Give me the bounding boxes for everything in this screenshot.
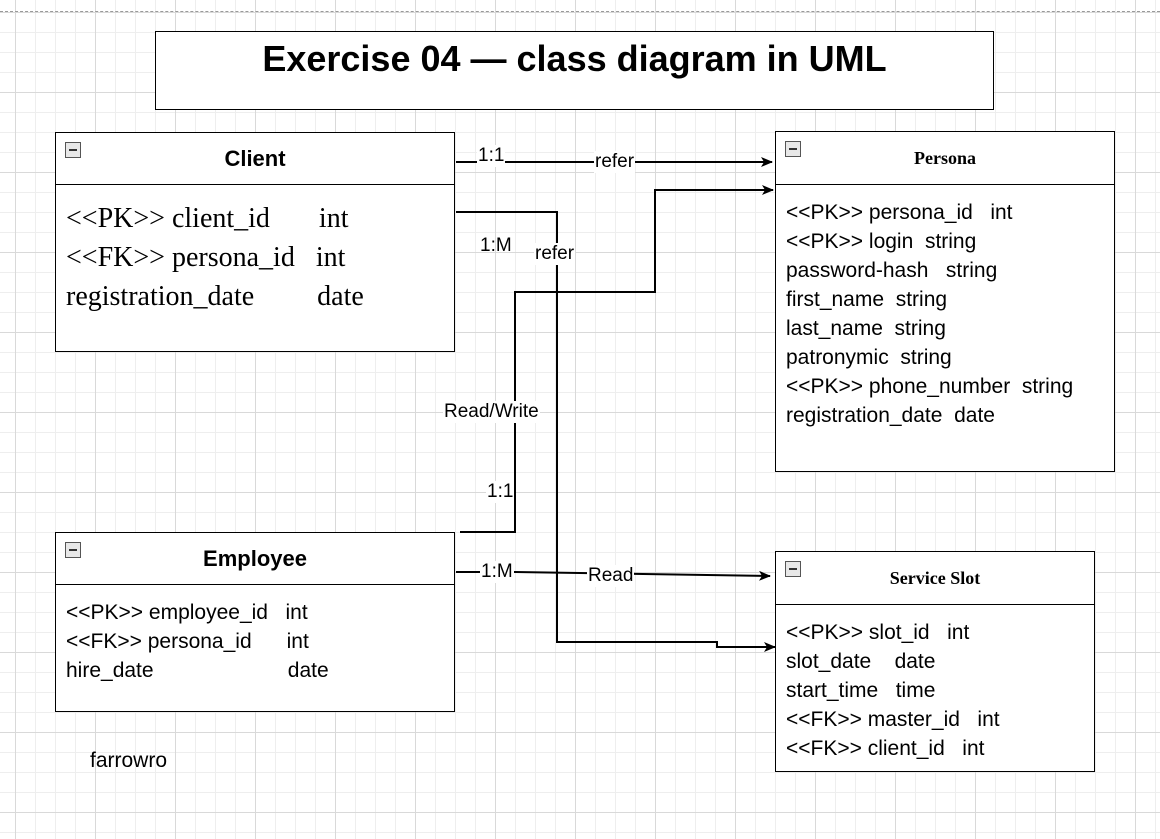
class-service-slot-header: Service Slot bbox=[776, 552, 1094, 605]
class-employee-header: Employee bbox=[56, 533, 454, 585]
label-client-persona: refer bbox=[594, 151, 636, 173]
diagram-title-box[interactable]: Exercise 04 — class diagram in UML bbox=[155, 31, 994, 110]
attribute-row: patronymic string bbox=[786, 346, 952, 369]
collapse-icon[interactable] bbox=[785, 141, 801, 157]
canvas-top-border bbox=[0, 11, 1160, 12]
attribute-row: <<FK>> client_id int bbox=[786, 737, 985, 760]
attribute-row: registration_date date bbox=[786, 404, 995, 427]
cardinality-employee-persona: 1:1 bbox=[486, 481, 515, 503]
label-employee-service-slot: Read bbox=[587, 565, 635, 587]
class-client-name: Client bbox=[224, 146, 286, 171]
attribute-row: <<PK>> slot_id int bbox=[786, 621, 970, 644]
class-employee[interactable]: Employee <<PK>> employee_id int <<FK>> p… bbox=[55, 532, 455, 712]
diagram-title: Exercise 04 — class diagram in UML bbox=[262, 38, 887, 79]
class-persona-attributes: <<PK>> persona_id int <<PK>> login strin… bbox=[776, 185, 1114, 430]
attribute-row: hire_date date bbox=[66, 659, 329, 682]
attribute-row: last_name string bbox=[786, 317, 946, 340]
class-client-header: Client bbox=[56, 133, 454, 185]
author-label[interactable]: farrowro bbox=[90, 749, 168, 772]
attribute-row: <<PK>> phone_number string bbox=[786, 375, 1074, 398]
class-client-attributes: <<PK>> client_id int <<FK>> persona_id i… bbox=[56, 185, 454, 316]
collapse-icon[interactable] bbox=[65, 142, 81, 158]
collapse-icon[interactable] bbox=[785, 561, 801, 577]
attribute-row: <<FK>> master_id int bbox=[786, 708, 1000, 731]
attribute-row: registration_date date bbox=[66, 281, 364, 312]
attribute-row: slot_date date bbox=[786, 650, 936, 673]
attribute-row: start_time time bbox=[786, 679, 936, 702]
attribute-row: <<FK>> persona_id int bbox=[66, 242, 346, 273]
attribute-row: <<FK>> persona_id int bbox=[66, 630, 309, 653]
cardinality-client-service-slot: 1:M bbox=[480, 235, 512, 256]
attribute-row: password-hash string bbox=[786, 259, 998, 282]
class-persona-name: Persona bbox=[914, 148, 976, 168]
cardinality-client-persona: 1:1 bbox=[477, 145, 506, 167]
attribute-row: <<PK>> employee_id int bbox=[66, 601, 308, 624]
class-client[interactable]: Client <<PK>> client_id int <<FK>> perso… bbox=[55, 132, 455, 352]
attribute-row: <<PK>> client_id int bbox=[66, 203, 349, 234]
label-employee-persona: Read/Write bbox=[443, 401, 540, 423]
attribute-row: <<PK>> login string bbox=[786, 230, 977, 253]
cardinality-employee-service-slot: 1:M bbox=[480, 561, 514, 583]
label-client-service-slot: refer bbox=[534, 243, 576, 265]
attribute-row: <<PK>> persona_id int bbox=[786, 201, 1013, 224]
class-employee-attributes: <<PK>> employee_id int <<FK>> persona_id… bbox=[56, 585, 454, 685]
class-service-slot-attributes: <<PK>> slot_id int slot_date date start_… bbox=[776, 605, 1094, 763]
class-service-slot-name: Service Slot bbox=[889, 568, 981, 588]
class-persona[interactable]: Persona <<PK>> persona_id int <<PK>> log… bbox=[775, 131, 1115, 472]
class-service-slot[interactable]: Service Slot <<PK>> slot_id int slot_dat… bbox=[775, 551, 1095, 772]
collapse-icon[interactable] bbox=[65, 542, 81, 558]
attribute-row: first_name string bbox=[786, 288, 948, 311]
class-persona-header: Persona bbox=[776, 132, 1114, 185]
class-employee-name: Employee bbox=[203, 546, 307, 571]
